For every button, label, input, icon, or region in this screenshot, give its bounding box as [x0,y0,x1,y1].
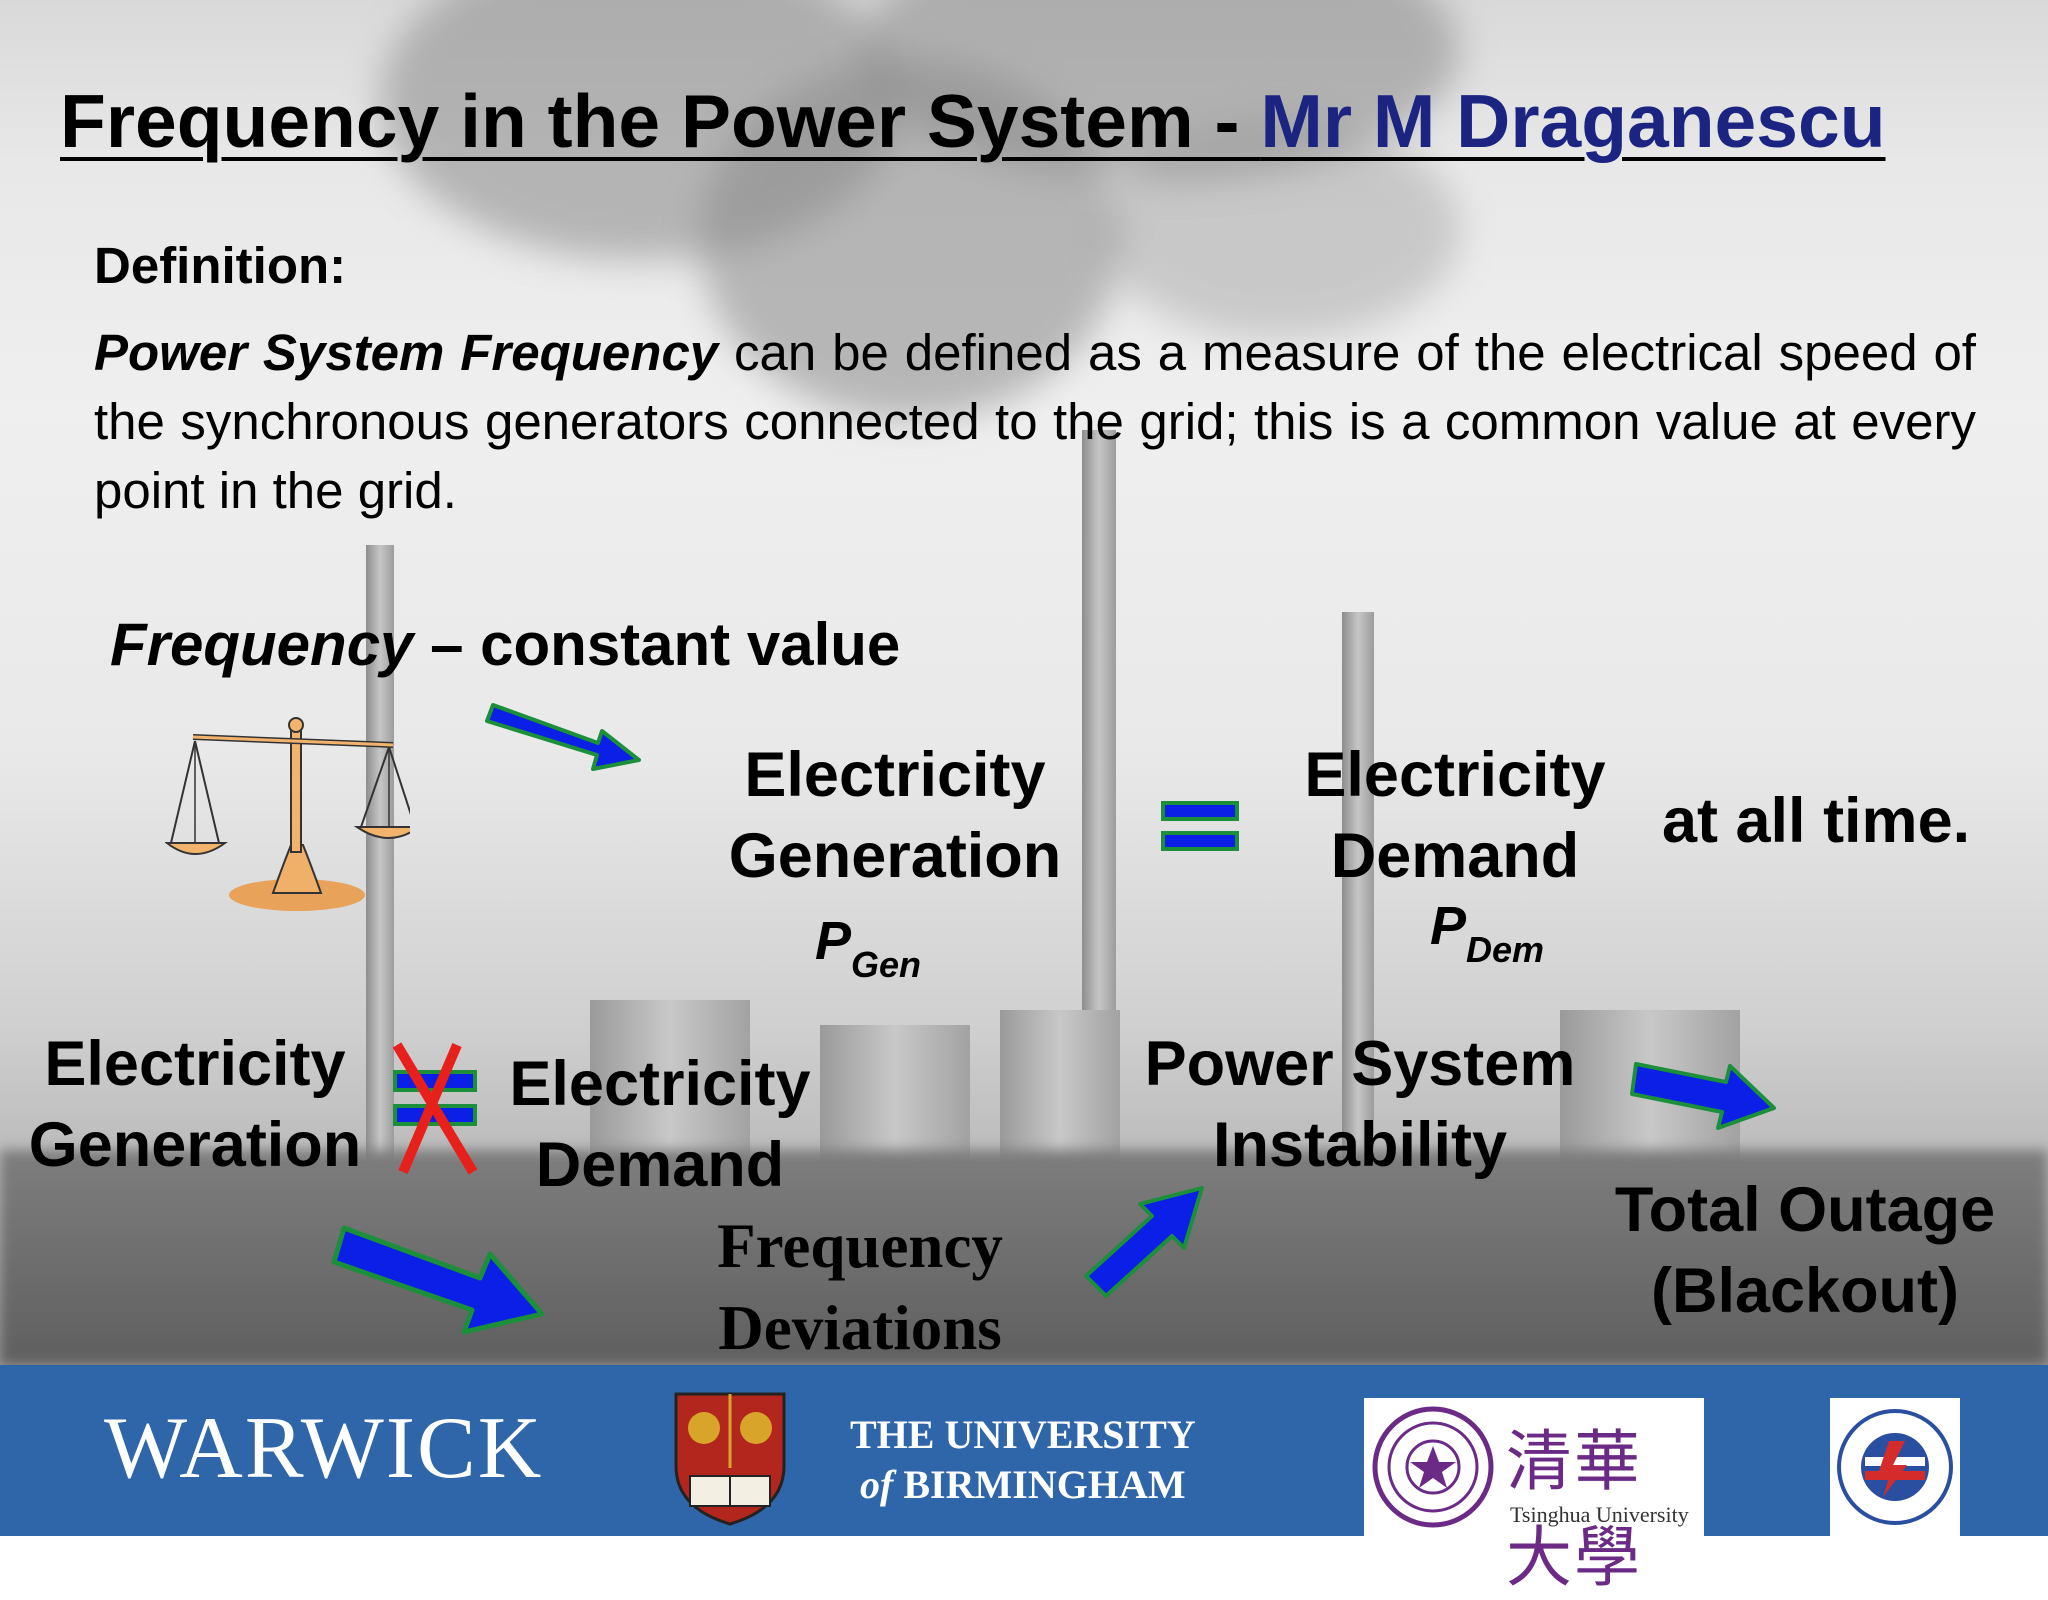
arrow-icon-diagonal [1084,1186,1204,1298]
birmingham-line2-wrap: of BIRMINGHAM [850,1460,1196,1510]
imbalance-demand-label: Electricity Demand [495,1044,825,1206]
ncepu-logo [1830,1398,1960,1536]
generation-line1: Electricity [744,740,1046,810]
imbalance-generation-line2: Generation [28,1110,362,1180]
definition-heading: Definition: [94,237,347,294]
at-all-time-label: at all time. [1662,786,1971,856]
imbalance-demand-line2: Demand [535,1130,785,1200]
instability-line1: Power System [1144,1029,1576,1099]
definition-text: can be defined as a measure of the elect… [94,324,1976,519]
equals-icon [1161,801,1239,851]
arrow-icon-right [1630,1062,1776,1130]
tsinghua-logo: 清華大學 Tsinghua University [1364,1398,1704,1596]
total-outage-label: Total Outage (Blackout) [1580,1170,2030,1332]
instability-line2: Instability [1212,1110,1508,1180]
imbalance-generation-line1: Electricity [44,1029,346,1099]
title-main: Frequency in the Power System - [60,79,1261,163]
warwick-logo: WARWICK [104,1400,544,1497]
ncepu-seal-icon [1837,1409,1953,1525]
p-gen-subscript: Gen [851,944,922,985]
page-title: Frequency in the Power System - Mr M Dra… [60,78,1886,164]
frequency-constant-heading: Frequency – constant value [110,610,900,679]
p-dem-subscript: Dem [1466,929,1545,970]
not-equal-icon [392,1042,478,1175]
demand-line1: Electricity [1304,740,1606,810]
background-power-plant-photo [0,0,2048,1365]
p-gen-letter: P [815,911,852,971]
footer-bar [0,1365,2048,1536]
birmingham-crest-icon [674,1392,786,1526]
frequency-deviations-label: Frequency Deviations [690,1205,1030,1369]
frequency-rest: – constant value [413,611,901,678]
demand-label: Electricity Demand [1265,735,1645,897]
imbalance-demand-line1: Electricity [509,1049,811,1119]
birmingham-line2: BIRMINGHAM [893,1462,1186,1507]
outage-line2: (Blackout) [1650,1256,1960,1326]
generation-label: Electricity Generation [700,735,1090,897]
birmingham-line1: THE UNIVERSITY [850,1412,1196,1457]
birmingham-of: of [860,1462,894,1507]
arrow-icon [485,703,641,771]
imbalance-generation-label: Electricity Generation [0,1024,390,1186]
p-gen-symbol: PGen [815,910,921,986]
frequency-deviations-line1: Frequency [717,1211,1003,1281]
frequency-deviations-line2: Deviations [718,1293,1002,1363]
demand-line2: Demand [1330,821,1580,891]
balance-scale-icon [165,717,410,911]
definition-term: Power System Frequency [94,324,719,381]
p-dem-letter: P [1430,896,1467,956]
definition-body: Power System Frequency can be defined as… [94,318,1976,525]
outage-line1: Total Outage [1614,1175,1996,1245]
power-system-instability-label: Power System Instability [1110,1024,1610,1186]
tsinghua-english-name: Tsinghua University [1510,1502,1689,1527]
title-author: Mr M Draganescu [1260,79,1886,163]
p-dem-symbol: PDem [1430,895,1544,971]
frequency-italic: Frequency [110,611,414,678]
arrow-icon-large [331,1225,545,1335]
birmingham-name: THE UNIVERSITY of BIRMINGHAM [850,1410,1196,1510]
generation-line2: Generation [728,821,1062,891]
tsinghua-seal-icon [1372,1406,1494,1528]
